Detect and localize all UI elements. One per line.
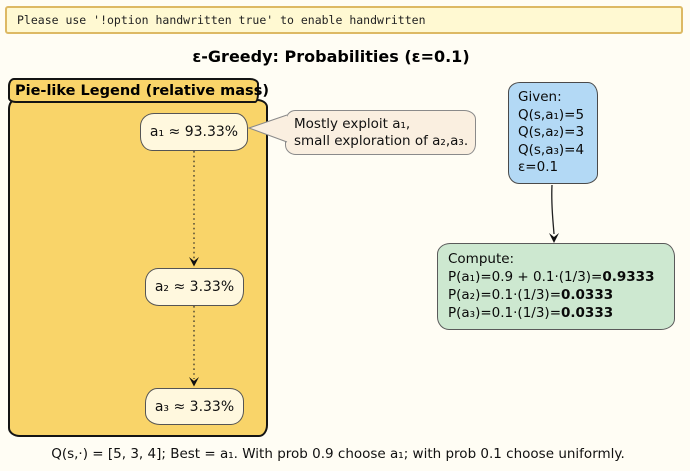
diagram-title: ε-Greedy: Probabilities (ε=0.1) [192, 47, 470, 66]
compute-row-a1-result: 0.9333 [602, 269, 655, 285]
arrow-given-compute [551, 184, 555, 235]
callout-line-2: small exploration of a₂,a₃. [294, 132, 469, 149]
given-line-epsilon: ε=0.1 [518, 159, 559, 176]
node-a3: a₃ ≈ 3.33% [145, 388, 244, 425]
compute-row-a2-expr: P(a₂)=0.1·(1/3)= [448, 287, 562, 303]
compute-row-a1-expr: P(a₁)=0.9 + 0.1·(1/3)= [448, 269, 603, 285]
given-box: Given: Q(s,a₁)=5 Q(s,a₂)=3 Q(s,a₃)=4 ε=0… [508, 82, 598, 184]
given-line-q2: Q(s,a₂)=3 [518, 124, 585, 141]
arrowhead-given-compute-icon [549, 233, 559, 243]
given-line-q3: Q(s,a₃)=4 [518, 141, 585, 158]
given-title: Given: [518, 89, 562, 105]
notice-banner: Please use '!option handwritten true' to… [5, 6, 683, 34]
notice-banner-text: Please use '!option handwritten true' to… [17, 13, 426, 27]
compute-row-a2-result: 0.0333 [561, 287, 614, 303]
callout-line-1: Mostly exploit a₁, [294, 115, 411, 132]
compute-row-a1: P(a₁)=0.9 + 0.1·(1/3)=0.9333 [448, 268, 674, 286]
node-a2: a₂ ≈ 3.33% [145, 268, 244, 306]
compute-row-a3-expr: P(a₃)=0.1·(1/3)= [448, 305, 562, 321]
compute-row-a3-result: 0.0333 [561, 305, 614, 321]
footer-caption: Q(s,·) = [5, 3, 4]; Best = a₁. With prob… [51, 446, 625, 462]
compute-row-a2: P(a₂)=0.1·(1/3)=0.0333 [448, 286, 674, 304]
given-line-q1: Q(s,a₁)=5 [518, 106, 585, 123]
compute-row-a3: P(a₃)=0.1·(1/3)=0.0333 [448, 304, 674, 322]
compute-title: Compute: [448, 251, 515, 267]
node-a1: a₁ ≈ 93.33% [140, 113, 248, 151]
callout-bubble: Mostly exploit a₁, small exploration of … [285, 110, 476, 155]
legend-title: Pie-like Legend (relative mass) [8, 78, 269, 103]
compute-box: Compute: P(a₁)=0.9 + 0.1·(1/3)=0.9333 P(… [437, 243, 675, 330]
